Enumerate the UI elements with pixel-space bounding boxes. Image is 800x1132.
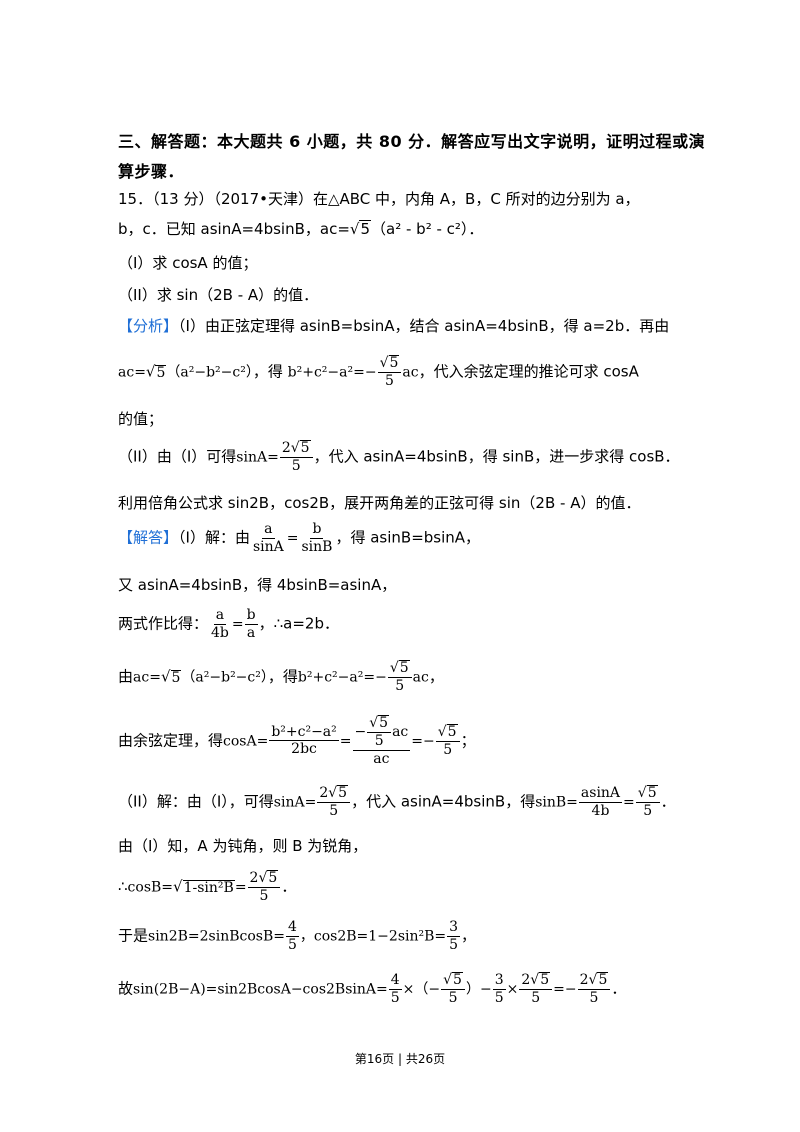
- section-title: 三、解答题：本大题共 6 小题，共 80 分．解答应写出文字说明，证明过程或演: [118, 132, 706, 151]
- problem-part-1: （I）求 cosA 的值；: [118, 254, 258, 272]
- section-title-cont: 算步骤．: [118, 162, 185, 181]
- problem-line-2: b，c．已知 asinA=4bsinB，ac=√5（a² - b² - c²）．: [118, 220, 484, 238]
- answer-step-7: 由（I）知，A 为钝角，则 B 为锐角，: [118, 837, 368, 855]
- answer-tag: 【解答】: [118, 528, 179, 547]
- problem-line-1: 15．（13 分）（2017•天津）在△ABC 中，内角 A，B，C 所对的边分…: [118, 190, 640, 208]
- analysis-tag: 【分析】: [118, 317, 179, 335]
- analysis-line-1: 【分析】（I）由正弦定理得 asinB=bsinA，结合 asinA=4bsin…: [118, 317, 670, 335]
- analysis-line-5: 利用倍角公式求 sin2B，cos2B，展开两角差的正弦可得 sin（2B - …: [118, 494, 641, 512]
- analysis-line-3: 的值；: [118, 410, 164, 428]
- page-footer: 第16页 | 共26页: [354, 1052, 446, 1066]
- problem-part-2: （II）求 sin（2B - A）的值．: [118, 286, 319, 304]
- answer-step-2: 又 asinA=4bsinB，得 4bsinB=asinA，: [118, 576, 397, 594]
